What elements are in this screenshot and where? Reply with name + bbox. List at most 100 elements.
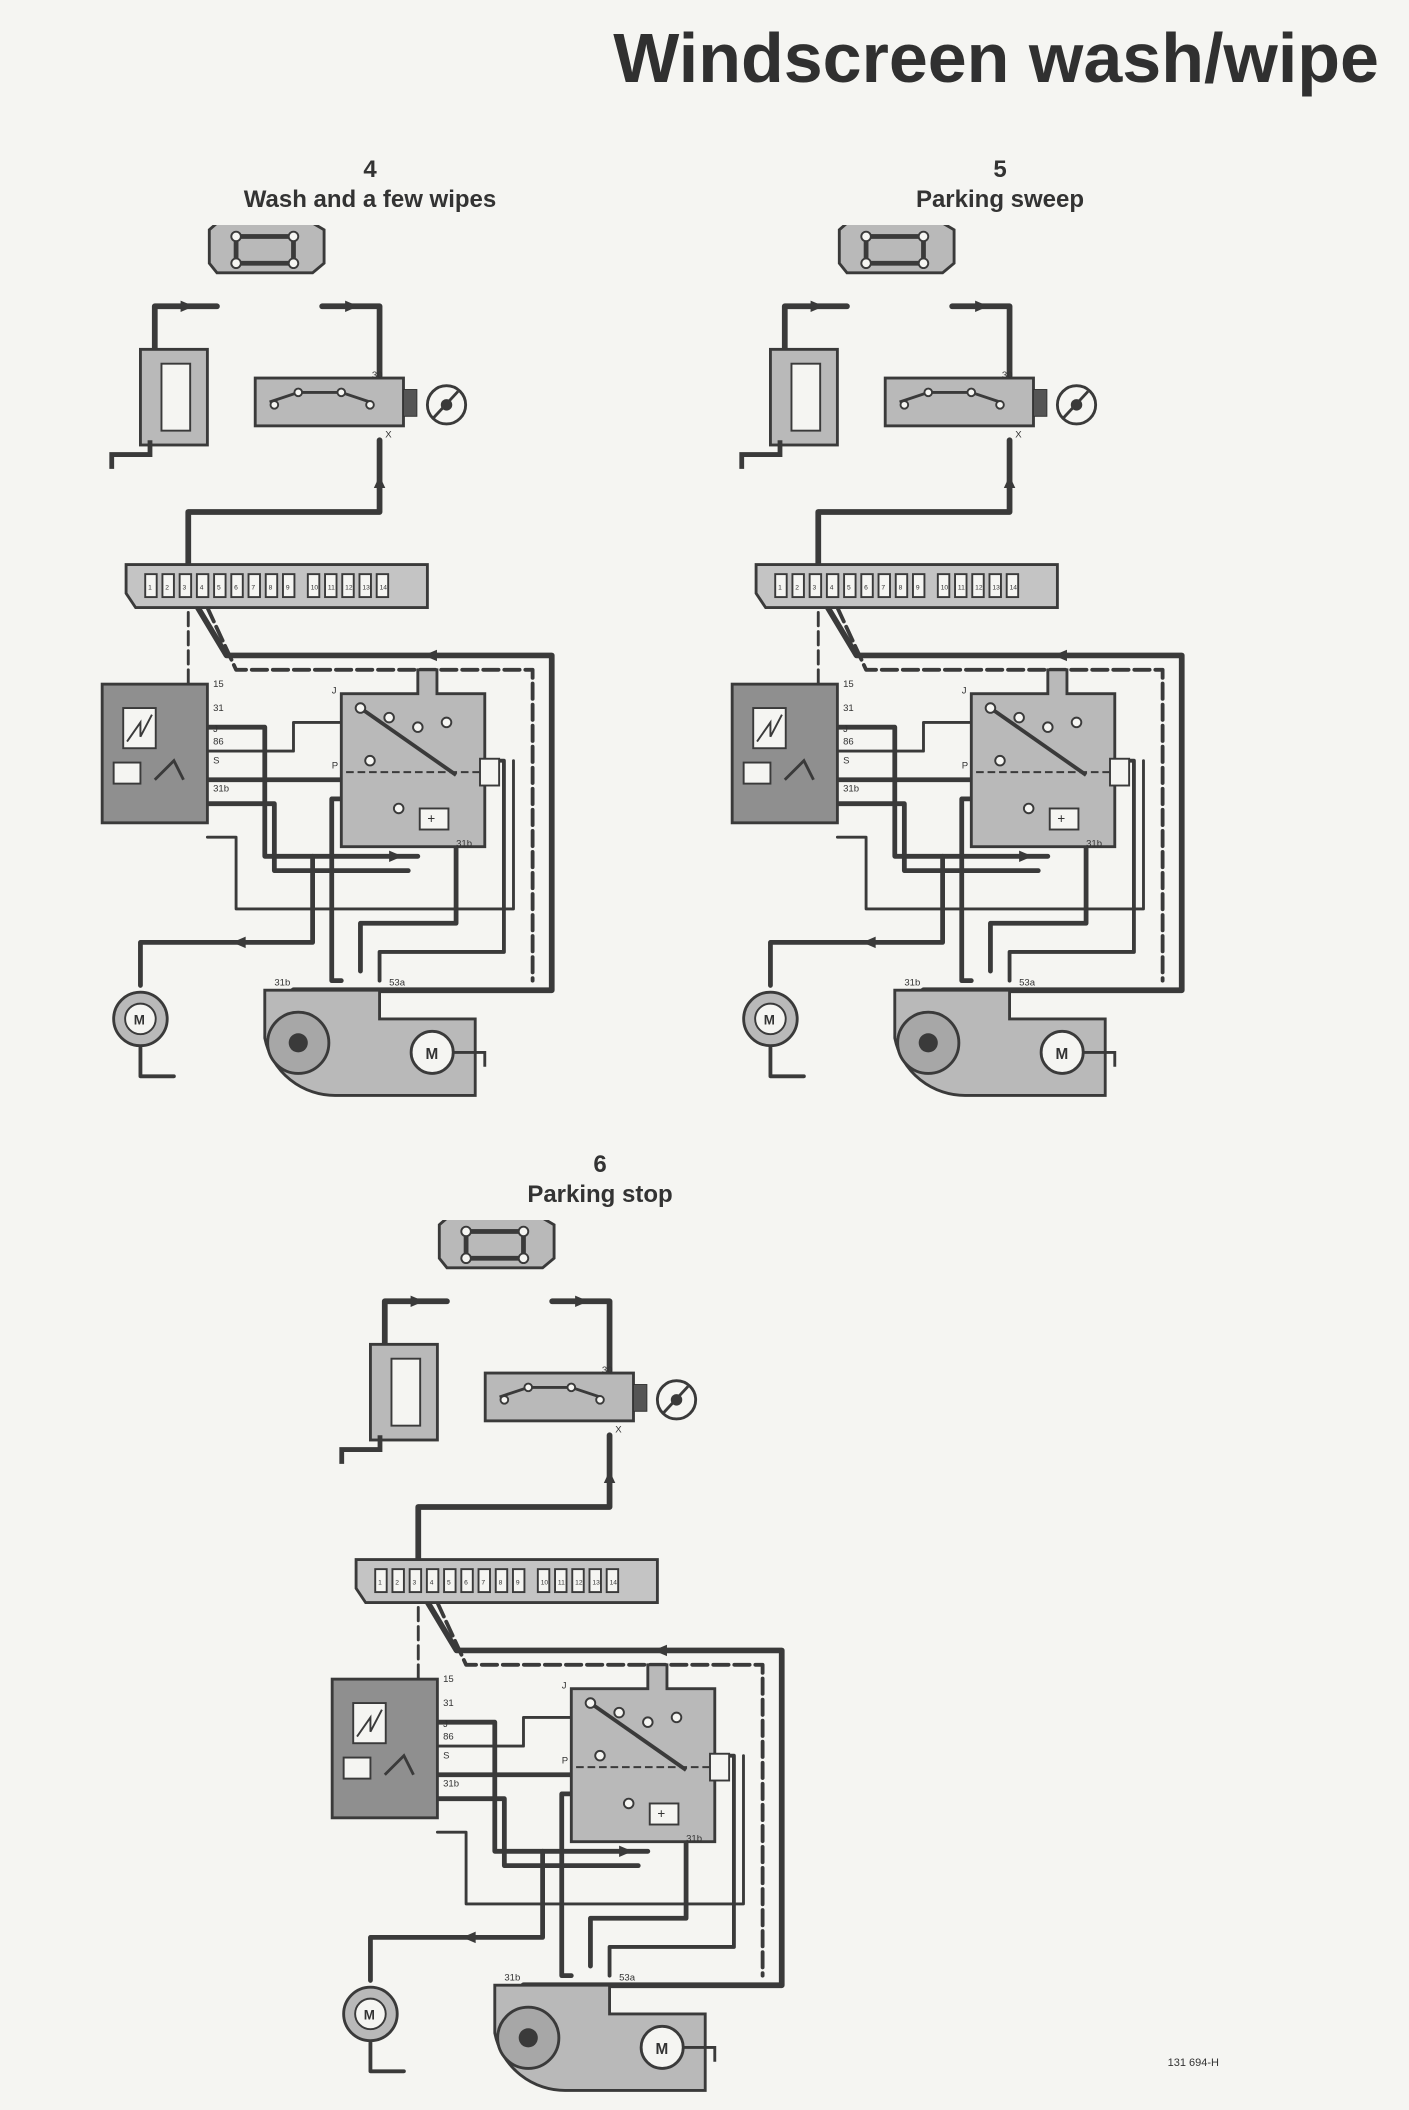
fuse (341, 573, 355, 599)
fuse (536, 1568, 551, 1594)
arrow-icon (575, 1295, 589, 1308)
terminal-label: 15 (443, 1674, 454, 1685)
fuse-number: 4 (830, 584, 834, 591)
fuse (477, 1568, 491, 1594)
wiper-motor: M 31b 53a (263, 977, 487, 1097)
fuse-number: 4 (200, 584, 204, 591)
wire-fuse-loop-outer (824, 604, 1185, 994)
terminal-label: S (443, 1751, 449, 1762)
terminal-label: 31 (843, 703, 854, 714)
terminal-label: P (332, 760, 338, 771)
diagram-caption: Parking stop (527, 1181, 673, 1208)
fuse (936, 573, 951, 599)
fuse-number: 13 (362, 584, 370, 591)
fuse (774, 573, 788, 599)
diagram-number: 6 (593, 1151, 607, 1178)
fuse (791, 573, 805, 599)
fuse (443, 1568, 457, 1594)
fuse-number: 10 (941, 584, 949, 591)
fuse (161, 573, 175, 599)
fuse-number: 1 (148, 584, 152, 591)
fuse (425, 1568, 440, 1594)
terminal-label: M (425, 1046, 438, 1063)
fuse (971, 573, 985, 599)
fuse-number: 7 (251, 584, 255, 591)
wire-switch-p (329, 796, 344, 984)
wiper-switch-block: J P + 31b (332, 668, 501, 850)
fuse (988, 573, 1002, 599)
fuse-number: 3 (413, 1579, 417, 1586)
arrow-icon (619, 1845, 633, 1858)
wire-relay-31 (205, 724, 421, 859)
terminal-label: + (1057, 811, 1065, 826)
fuse (374, 1568, 388, 1594)
wiper-switch: 30 X (483, 1365, 648, 1435)
fuse (1005, 573, 1020, 599)
terminal-label: 53a (389, 977, 406, 988)
wiper-motor: M 31b 53a (893, 977, 1117, 1097)
wire-ignition-feed (549, 1298, 613, 1376)
fuse (282, 573, 296, 599)
wire-relay-s (205, 801, 411, 874)
fuse-number: 10 (541, 1579, 549, 1586)
fuse-number: 12 (975, 584, 983, 591)
fuse-number: 3 (183, 584, 187, 591)
terminal-label: 86 (443, 1731, 454, 1742)
wire-switch-plus (988, 844, 1089, 974)
wire-pump-ground (138, 1045, 176, 1079)
diagram-caption: Wash and a few wipes (243, 186, 497, 213)
fuse-number: 7 (881, 584, 885, 591)
wire-relay-s (835, 801, 1041, 874)
fuse-number: 14 (610, 1579, 618, 1586)
fuse (144, 573, 158, 599)
fuse-number: 5 (217, 584, 221, 591)
fuse (408, 1568, 423, 1594)
arrow-icon (462, 1931, 476, 1944)
wire-battery-feed (381, 1298, 450, 1352)
terminal-label: X (1015, 429, 1022, 440)
arrow-icon (423, 649, 437, 662)
fuse-number: 2 (795, 584, 799, 591)
wire-pump-ground (368, 2040, 406, 2074)
fuse-number: 3 (813, 584, 817, 591)
washer-pump: M (342, 1985, 399, 2043)
fuse-number: 12 (575, 1579, 583, 1586)
wire-switch-p (959, 796, 974, 984)
wire-fuse-loop-outer (194, 604, 555, 994)
fuse (178, 573, 193, 599)
wiper-dial-icon (655, 1379, 698, 1421)
wire-relay-31b (435, 1754, 745, 1906)
wire-relay-31 (835, 724, 1051, 859)
fuse (213, 573, 227, 599)
fuse-number: 2 (395, 1579, 399, 1586)
terminal-label: P (962, 760, 968, 771)
wire-switch-plus (358, 844, 459, 974)
diagram-parking-stop: 6 Parking stop (320, 1150, 880, 2110)
wiper-switch: 30 X (883, 370, 1048, 440)
terminal-label: J (213, 724, 218, 735)
fuse (954, 573, 968, 599)
fuse-number: 9 (916, 584, 920, 591)
fuse-number: 6 (864, 584, 868, 591)
wire-fuse-loop-dashed (835, 605, 1165, 983)
diagram-caption: Parking sweep (915, 186, 1085, 213)
terminal-label: S (213, 756, 219, 767)
wire-ignition-feed (319, 303, 383, 381)
fuse (554, 1568, 568, 1594)
fuse (460, 1568, 474, 1594)
wire-relay-31b (835, 759, 1145, 911)
fuse-number: 1 (778, 584, 782, 591)
fuse (494, 1568, 509, 1594)
interval-relay: 15 31 J 86 S 31b (100, 679, 229, 825)
wiper-dial-icon (425, 384, 468, 426)
terminal-label: M (1055, 1046, 1068, 1063)
terminal-label: 30 (372, 370, 383, 381)
fuse-number: 8 (899, 584, 903, 591)
